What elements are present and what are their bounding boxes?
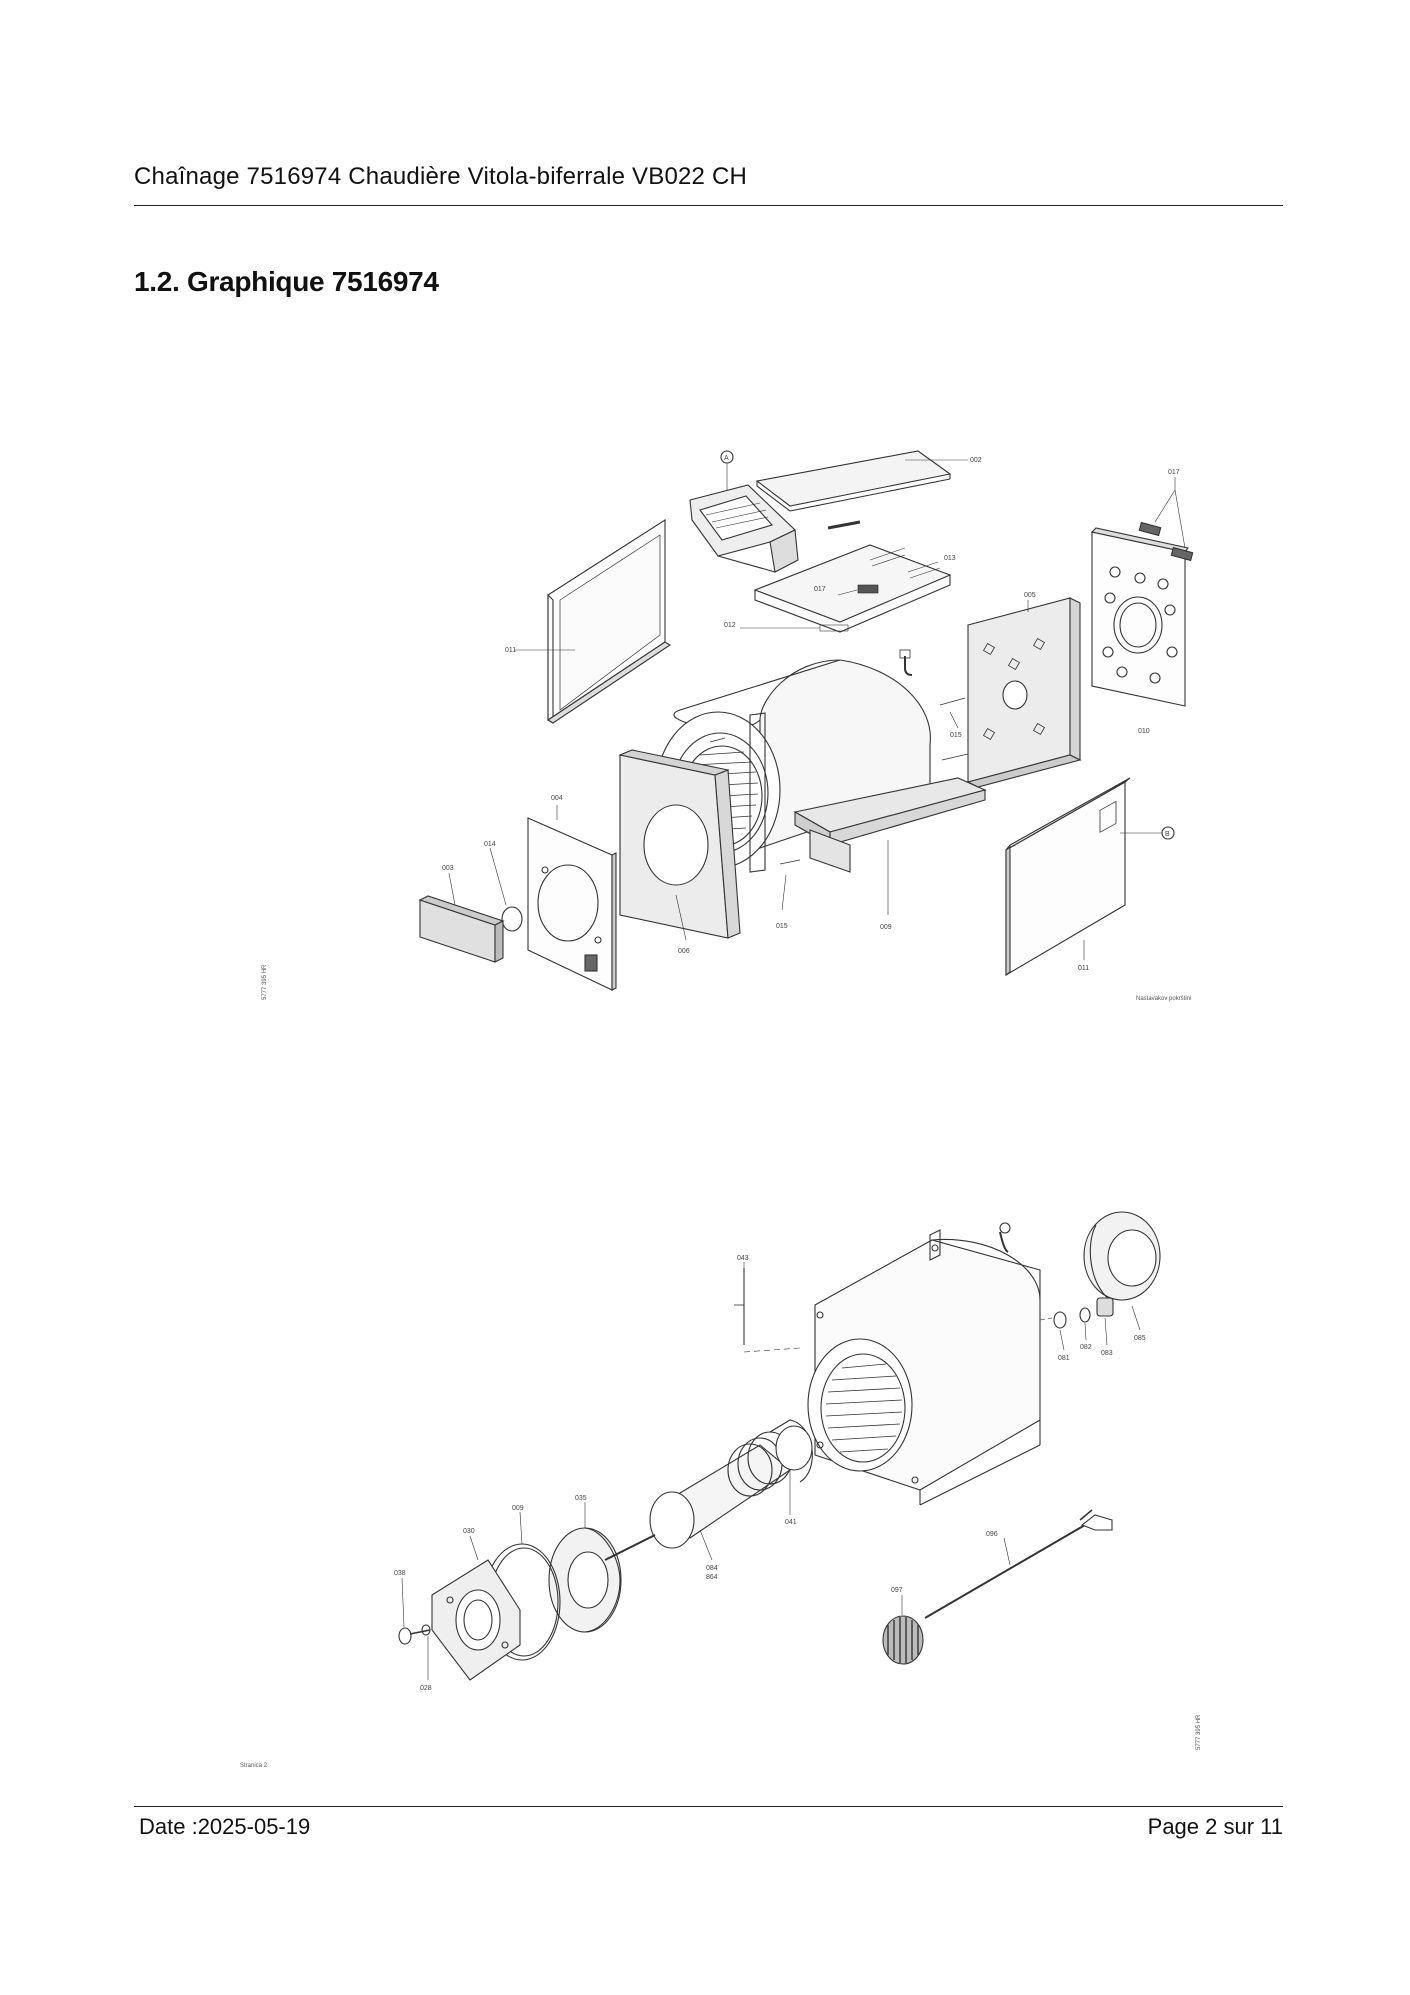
front-panel [527, 817, 617, 991]
drawing2-note: Stranica 2 [240, 1763, 268, 1769]
fittings-081-082-083 [1053, 1297, 1114, 1329]
drawing1-note: Nastavakov pokrštini [1136, 996, 1191, 1002]
callout-081: 081 [1058, 1355, 1070, 1362]
callout-012: 012 [724, 622, 736, 629]
callout-015-bottom: 015 [776, 923, 788, 930]
burner-plate-035 [548, 1527, 656, 1633]
burner-door-030 [431, 1559, 521, 1681]
combustion-tube [649, 1419, 813, 1549]
footer-date: Date :2025-05-19 [139, 1814, 311, 1839]
callout-043: 043 [737, 1255, 749, 1262]
callout-b: B [1165, 831, 1170, 838]
callout-009: 009 [880, 924, 892, 931]
callout-035: 035 [575, 1495, 587, 1502]
callout-038: 038 [394, 1570, 406, 1577]
left-side-panel [546, 518, 672, 724]
cleaning-rod-096 [924, 1509, 1113, 1619]
footer-rule [134, 1806, 1283, 1807]
callout-017-tray: 017 [814, 586, 826, 593]
document-header: Chaînage 7516974 Chaudière Vitola-biferr… [134, 163, 748, 190]
callout-015-right: 015 [950, 732, 962, 739]
rear-panel [1090, 527, 1189, 707]
footer-page-number: Page 2 sur 11 [1147, 1814, 1283, 1839]
callout-006: 006 [678, 948, 690, 955]
rear-panel-clips [1138, 521, 1194, 562]
callout-030: 030 [463, 1528, 475, 1535]
callout-864: 864 [706, 1574, 718, 1581]
callout-096: 096 [986, 1531, 998, 1538]
casing-exploded-diagram [418, 450, 1194, 991]
front-insulation [618, 749, 741, 939]
flue-collar-085 [1083, 1211, 1161, 1301]
callout-004: 004 [551, 795, 563, 802]
callout-028: 028 [420, 1685, 432, 1692]
boiler-body-2 [807, 1222, 1041, 1506]
right-side-panel [1005, 777, 1131, 977]
drawing1-side-id: 5777 395 HR [262, 964, 268, 1000]
bottom-insulation [793, 777, 987, 873]
callout-003: 003 [442, 865, 454, 872]
callout-a: A [724, 455, 729, 462]
mounting-tray [753, 544, 952, 633]
callout-013: 013 [944, 555, 956, 562]
top-cover-panel [755, 450, 952, 530]
callout-002: 002 [970, 457, 982, 464]
callout-009-gasket: 009 [512, 1505, 524, 1512]
bolts-015 [709, 697, 969, 865]
body-exploded-diagram [398, 1211, 1161, 1681]
header-rule [134, 205, 1283, 206]
callout-083: 083 [1101, 1350, 1113, 1357]
control-unit [689, 484, 799, 573]
pin-043 [734, 1268, 745, 1345]
section-title: 1.2. Graphique 7516974 [134, 266, 439, 297]
cleaning-brush-097 [882, 1615, 924, 1665]
callout-017-top: 017 [1168, 469, 1180, 476]
callout-084: 084 [706, 1565, 718, 1572]
screw-038 [398, 1624, 431, 1645]
nameplate-strip [418, 895, 505, 963]
callout-041: 041 [785, 1519, 797, 1526]
callout-085: 085 [1134, 1335, 1146, 1342]
callout-097: 097 [891, 1587, 903, 1594]
callout-010: 010 [1138, 728, 1150, 735]
callout-011-left: 011 [505, 647, 516, 654]
callout-011-right: 011 [1078, 965, 1089, 972]
callout-014: 014 [484, 841, 496, 848]
sight-glass [501, 906, 523, 932]
callout-082: 082 [1080, 1344, 1092, 1351]
rear-insulation [966, 597, 1082, 788]
callout-005: 005 [1024, 592, 1036, 599]
drawing2-side-id: 5777 395 HR [1196, 1714, 1202, 1750]
